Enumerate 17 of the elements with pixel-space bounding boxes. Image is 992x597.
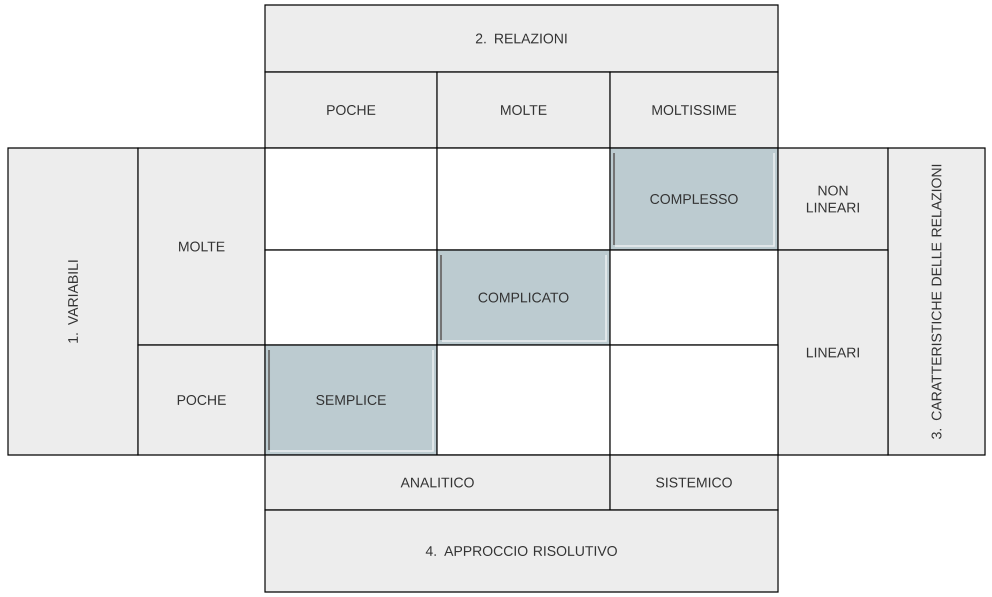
header-box: SISTEMICO xyxy=(609,454,779,511)
highlighted-cell: SEMPLICE xyxy=(264,344,438,456)
header-box: MOLTE xyxy=(137,147,266,346)
grid-cell xyxy=(436,147,611,251)
header-box: LINEARI xyxy=(777,249,889,456)
header-box: NON LINEARI xyxy=(777,147,889,251)
grid-cell xyxy=(264,147,438,251)
highlighted-cell: COMPLESSO xyxy=(609,147,779,251)
highlighted-cell: COMPLICATO xyxy=(436,249,611,346)
grid-cell xyxy=(609,344,779,456)
grid-cell xyxy=(264,249,438,346)
header-box: POCHE xyxy=(264,71,438,149)
grid-cell xyxy=(609,249,779,346)
header-box: POCHE xyxy=(137,344,266,456)
header-box: MOLTE xyxy=(436,71,611,149)
grid-cell xyxy=(436,344,611,456)
header-box: MOLTISSIME xyxy=(609,71,779,149)
